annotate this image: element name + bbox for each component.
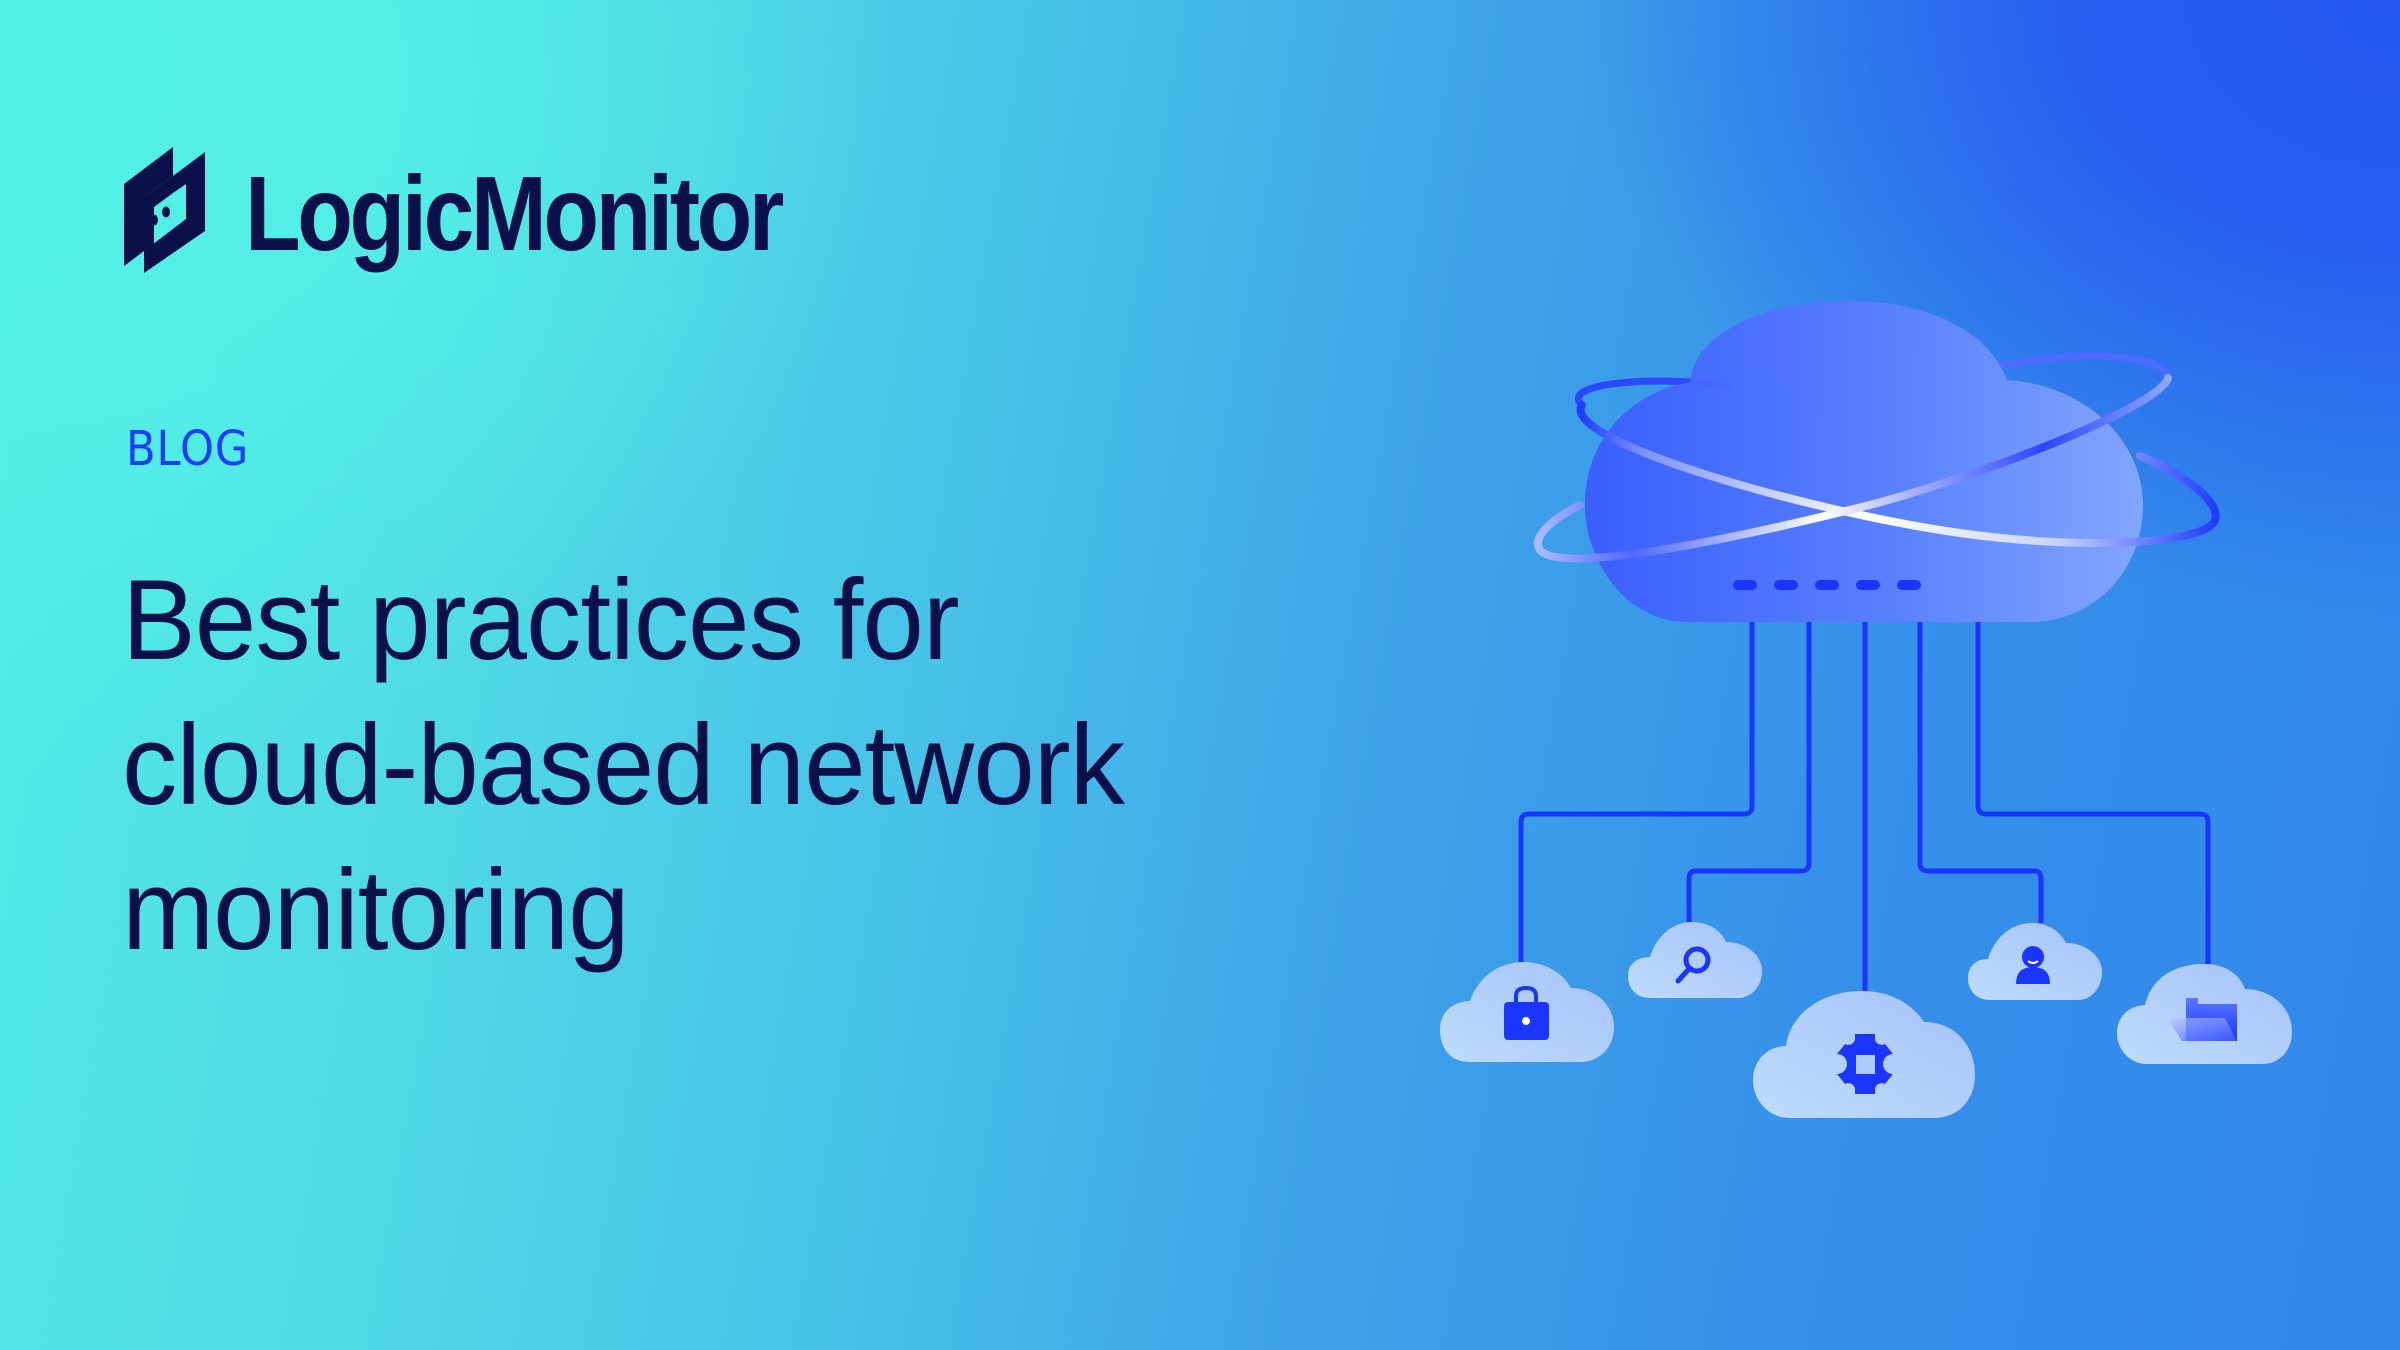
lock-cloud	[1440, 962, 1614, 1062]
user-cloud	[1968, 923, 2102, 1000]
title-line-2: cloud-based network	[122, 702, 1125, 829]
folder-cloud	[2117, 964, 2292, 1064]
search-icon	[1675, 946, 1711, 984]
user-icon	[2016, 946, 2050, 984]
brand-logo[interactable]: LogicMonitor	[124, 147, 868, 273]
search-cloud	[1628, 922, 1762, 998]
gear-icon	[1837, 1034, 1893, 1094]
brand-wordmark: LogicMonitor	[245, 154, 784, 273]
port-dashes	[1733, 580, 1921, 590]
orbit-rings-front	[1534, 374, 2220, 563]
title-line-1: Best practices for	[122, 557, 960, 684]
connection-lines	[1518, 622, 2211, 991]
gear-cloud	[1753, 991, 1975, 1118]
logicmonitor-box-face-icon	[124, 147, 205, 273]
lock-icon	[1504, 985, 1549, 1040]
folder-icon	[2167, 998, 2237, 1041]
page-title: Best practices for cloud-based network m…	[122, 548, 1155, 983]
category-label[interactable]: BLOG	[126, 421, 250, 477]
title-line-3: monitoring	[122, 847, 630, 974]
